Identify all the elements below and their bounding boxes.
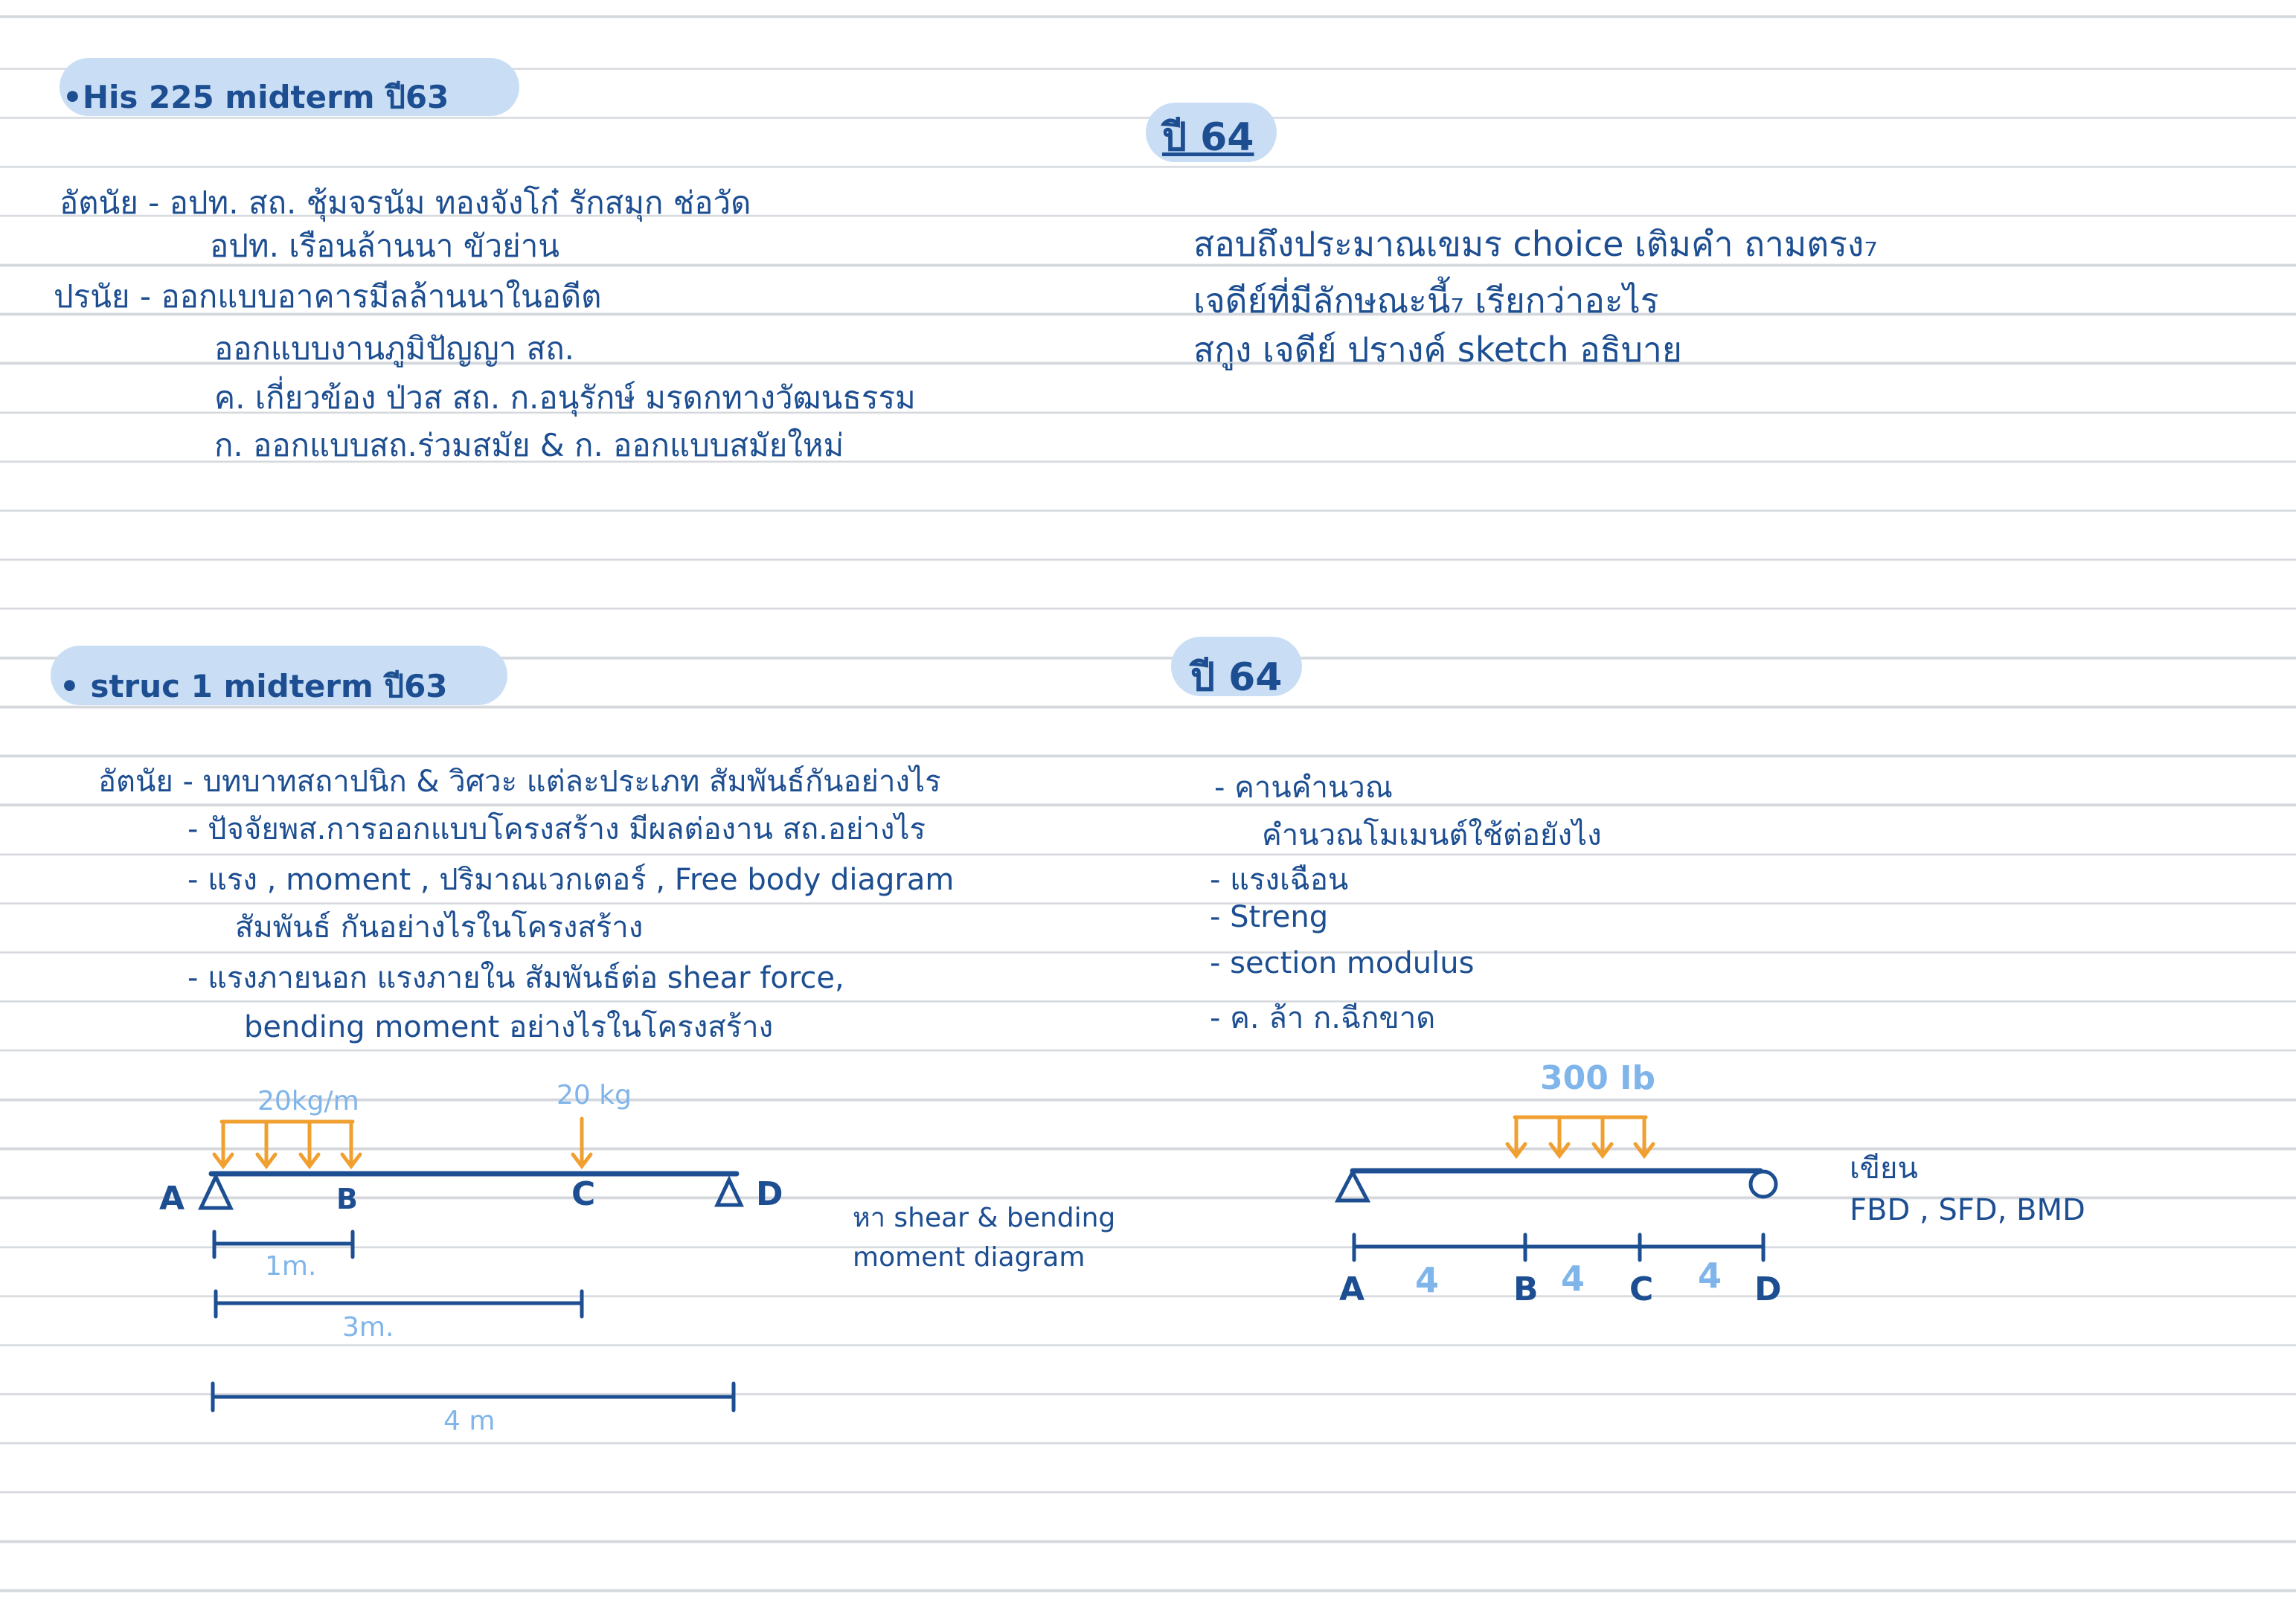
struc-line-5: - แรงภายนอก แรงภายใน สัมพันธ์ต่อ shear f… xyxy=(187,961,844,995)
his-line-2: อปท. เรือนล้านนา ขัวย่าน xyxy=(210,228,559,264)
beam2-span-1: 4 xyxy=(1415,1260,1440,1300)
his-line-6: ก. ออกแบบสถ.ร่วมสมัย & ก. ออกแบบสมัยใหม่ xyxy=(214,427,844,463)
beam2-span-3: 4 xyxy=(1698,1256,1722,1296)
beam2-point-b: B xyxy=(1513,1270,1539,1308)
support-d xyxy=(714,1175,744,1207)
his-title: •His 225 midterm ปี63 xyxy=(62,79,449,115)
support-a xyxy=(198,1172,234,1210)
his64-line-2: เจดีย์ที่มีลักษณะนี้₇ เรียกว่าอะไร xyxy=(1193,280,1659,321)
struc-line-2: - ปัจจัยพส.การออกแบบโครงสร้าง มีผลต่องาน… xyxy=(187,812,926,846)
beam1-point-c: C xyxy=(571,1175,596,1213)
struc64-title: ปี 64 xyxy=(1190,655,1283,700)
dimension-lines-1 xyxy=(211,1230,736,1413)
his64-line-1: สอบถึงประมาณเขมร choice เติมคำ ถามตรง₇ xyxy=(1193,224,1878,264)
point-load-arrow xyxy=(571,1116,593,1170)
struc64-title-highlight xyxy=(1171,637,1302,696)
beam1-note-2: moment diagram xyxy=(853,1242,1086,1273)
struc-line-3: - แรง , moment , ปริมาณเวกเตอร์ , Free b… xyxy=(187,863,955,897)
support-pin-a xyxy=(1334,1168,1371,1203)
dimension-lines-2 xyxy=(1352,1232,1766,1262)
his-title-highlight xyxy=(60,58,519,116)
distributed-load-arrows xyxy=(212,1119,362,1170)
struc64-line-3: - แรงเฉือน xyxy=(1210,863,1349,897)
beam1-point-a: A xyxy=(159,1180,185,1218)
struc-line-6: bending moment อย่างไรในโครงสร้าง xyxy=(244,1010,774,1044)
beam1-dim-3: 4 m xyxy=(443,1406,496,1436)
beam1-load-point: 20 kg xyxy=(557,1080,632,1111)
beam2-load: 300 Ib xyxy=(1540,1059,1656,1097)
load-arrows-2 xyxy=(1505,1115,1655,1160)
beam1-point-b: B xyxy=(336,1183,358,1215)
struc64-line-1: - คานคำนวณ xyxy=(1214,771,1393,805)
beam2-point-c: C xyxy=(1629,1270,1654,1308)
beam1-point-d: D xyxy=(756,1175,783,1213)
beam1-load-dist: 20kg/m xyxy=(257,1086,359,1116)
struc-title-highlight xyxy=(51,646,507,705)
beam2-point-d: D xyxy=(1754,1270,1782,1308)
his-line-1: อัตนัย - อปท. สถ. ชุ้มจรนัม ทองจังโก๋ รั… xyxy=(60,184,751,221)
beam2-point-a: A xyxy=(1339,1270,1365,1308)
struc64-line-5: - section modulus xyxy=(1210,946,1475,980)
struc-line-1: อัตนัย - บทบาทสถาปนิก & วิศวะ แต่ละประเภ… xyxy=(98,765,941,799)
beam2-note-2: FBD , SFD, BMD xyxy=(1850,1193,2085,1227)
beam2-span-2: 4 xyxy=(1561,1259,1585,1299)
struc64-line-2: คำนวณโมเมนต์ใช้ต่อยังไง xyxy=(1262,818,1602,852)
his64-line-3: สกูง เจดีย์ ปรางค์ sketch อธิบาย xyxy=(1193,330,1682,370)
beam1-note-1: หา shear & bending xyxy=(853,1203,1116,1233)
beam1-dim-2: 3m. xyxy=(342,1312,394,1343)
struc64-line-4: - Streng xyxy=(1210,900,1329,934)
struc-line-4: สัมพันธ์ กันอย่างไรในโครงสร้าง xyxy=(235,910,644,945)
his-line-3: ปรนัย - ออกแบบอาคารมีลล้านนาในอดีต xyxy=(54,278,602,315)
his64-title-highlight xyxy=(1146,103,1277,162)
struc-title: • struc 1 midterm ปี63 xyxy=(60,668,448,704)
beam1-dim-1: 1m. xyxy=(265,1251,317,1282)
beam2-note-1: เขียน xyxy=(1850,1151,1918,1186)
his-line-5: ค. เกี่ยวข้อง ป่วส สถ. ก.อนุรักษ์ มรดกทา… xyxy=(214,379,916,416)
struc64-line-6: - ค. ล้า ก.ฉีกขาด xyxy=(1210,1001,1436,1035)
support-roller-d xyxy=(1748,1169,1778,1199)
his-line-4: ออกแบบงานภูมิปัญญา สถ. xyxy=(214,330,575,367)
his64-title: ปี 64 xyxy=(1162,115,1254,160)
